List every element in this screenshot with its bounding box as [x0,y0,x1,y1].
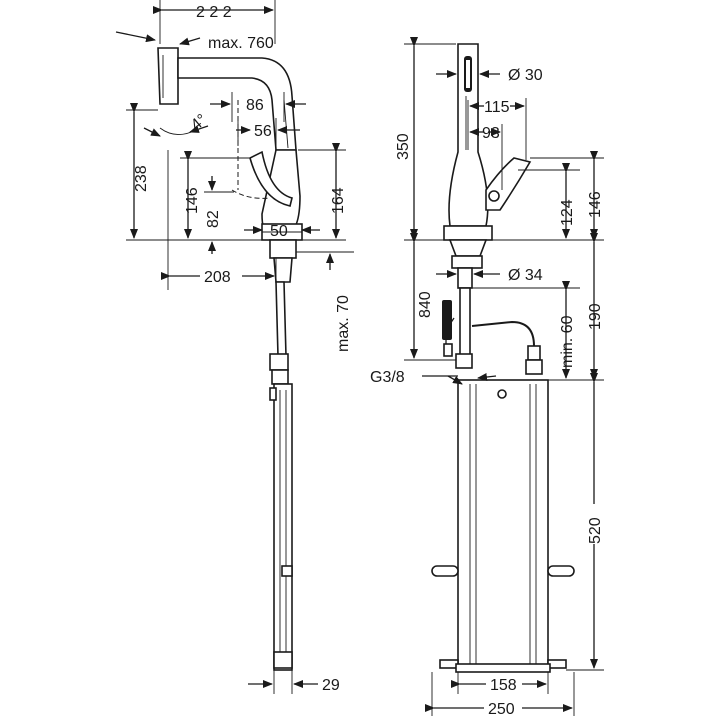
dim-158: 158 [490,677,517,694]
dim-250: 250 [488,701,515,718]
front-view: 350 Ø 30 115 93 124 146 Ø 34 840 [370,37,604,718]
dim-350: 350 [395,133,412,160]
dim-56: 56 [254,123,272,140]
dim-50: 50 [270,223,288,240]
dim-dia-34: Ø 34 [508,267,543,284]
dim-93: 93 [482,125,500,142]
dim-min-60: min. 60 [559,315,576,368]
dim-238: 238 [133,165,150,192]
dim-124: 124 [559,199,576,226]
dim-222: 2 2 2 [196,4,232,21]
side-view: 2 2 2 max. 760 86 4° 56 238 146 [115,0,354,694]
front-faucet-body [431,43,575,673]
side-faucet-body [157,47,303,671]
dim-82: 82 [205,210,222,228]
dim-dia-30: Ø 30 [508,67,543,84]
dim-max-760: max. 760 [208,35,274,52]
dim-146-front: 146 [587,191,604,218]
dim-g3-8: G3/8 [370,369,405,386]
dim-4-deg: 4° [188,111,211,134]
dim-max-70: max. 70 [335,295,352,352]
dim-115: 115 [484,99,510,116]
dim-840: 840 [417,291,434,318]
dim-29: 29 [322,677,340,694]
dim-520: 520 [587,517,604,544]
dim-208: 208 [204,269,231,286]
dim-86: 86 [246,97,264,114]
dim-164: 164 [330,187,347,214]
dim-190: 190 [587,303,604,330]
dim-146-side: 146 [184,187,201,214]
